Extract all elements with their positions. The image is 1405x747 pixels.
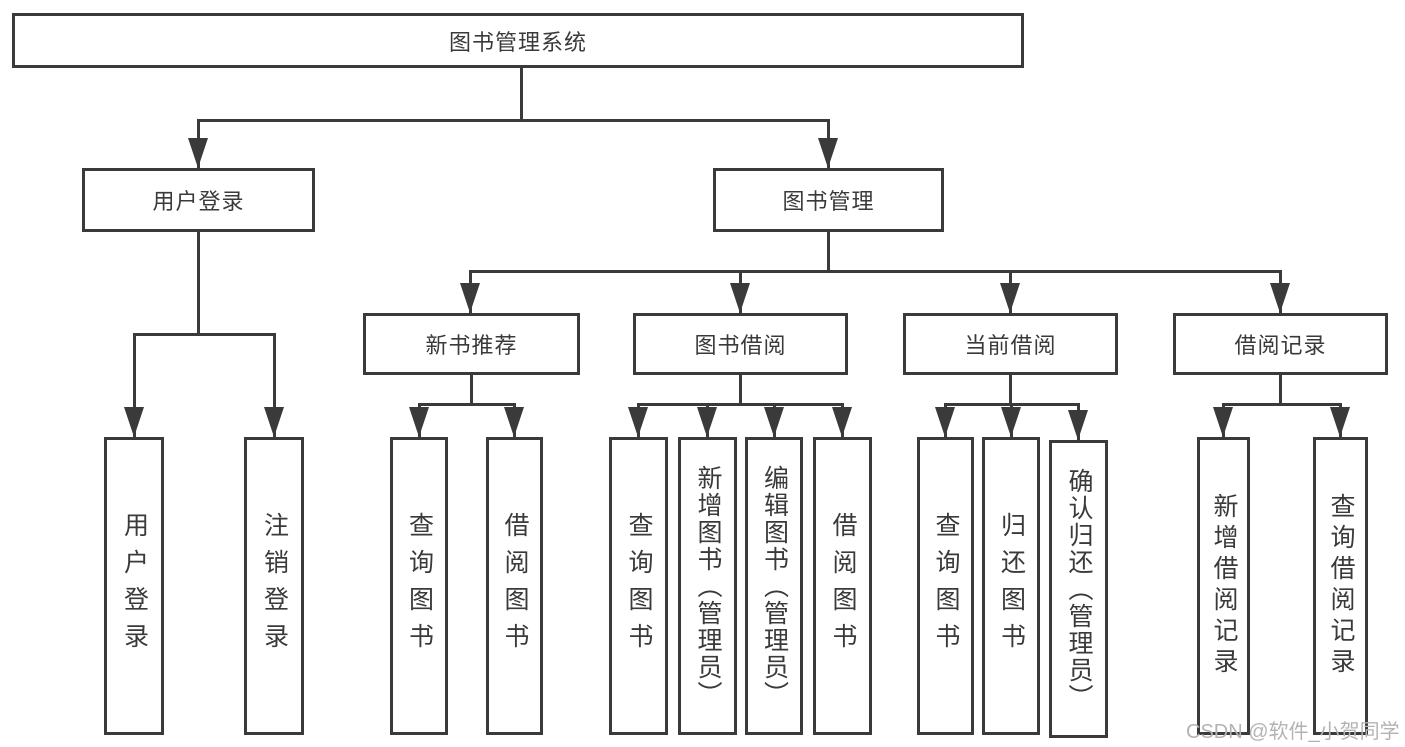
arrowhead-down-icon (697, 407, 717, 437)
node-label: 图书管理 (782, 189, 875, 214)
leaf-logout: 注销登录 (244, 437, 304, 735)
arrowhead-down-icon (409, 407, 429, 437)
tree-connector-line (273, 333, 276, 437)
leaf-borrow-books: 借阅图书 (486, 437, 543, 735)
leaf-label: 归还图书 (997, 512, 1026, 660)
leaf-user-login: 用户登录 (104, 437, 164, 735)
arrowhead-down-icon (460, 283, 480, 313)
node-user-login: 用户登录 (82, 168, 315, 232)
leaf-label: 查询图书 (405, 512, 434, 660)
tree-connector-line (739, 375, 742, 405)
arrowhead-down-icon (832, 407, 852, 437)
arrowhead-down-icon (764, 407, 784, 437)
leaf-label: 借阅图书 (829, 512, 857, 660)
node-current-borrowing: 当前借阅 (903, 313, 1118, 375)
leaf-label: 查询图书 (625, 512, 653, 660)
tree-connector-line (1279, 375, 1282, 405)
node-borrowing-records: 借阅记录 (1173, 313, 1388, 375)
node-label: 用户登录 (152, 189, 245, 214)
tree-connector-line (133, 333, 276, 336)
arrowhead-down-icon (264, 407, 284, 437)
arrowhead-down-icon (628, 407, 648, 437)
tree-connector-line (197, 232, 200, 335)
tree-connector-line (470, 375, 473, 405)
arrowhead-down-icon (1213, 407, 1233, 437)
leaf-query-books: 查询图书 (917, 437, 974, 735)
node-label: 借阅记录 (1234, 333, 1327, 358)
node-label: 新书推荐 (425, 333, 518, 358)
leaf-return-books: 归还图书 (982, 437, 1040, 735)
arrowhead-down-icon (1000, 283, 1020, 313)
arrowhead-down-icon (1270, 283, 1290, 313)
leaf-borrow-books: 借阅图书 (813, 437, 872, 735)
tree-connector-line (827, 232, 830, 272)
node-label: 图书借阅 (694, 333, 787, 358)
node-book-management: 图书管理 (713, 168, 944, 232)
csdn-watermark: CSDN @软件_小贺同学 (1186, 721, 1400, 743)
leaf-label: 编辑图书（管理员） (760, 464, 789, 708)
arrowhead-down-icon (504, 407, 524, 437)
arrowhead-down-icon (1001, 407, 1021, 437)
tree-connector-line (1223, 403, 1341, 406)
leaf-label: 确认归还（管理员） (1065, 467, 1093, 711)
arrowhead-down-icon (818, 138, 838, 168)
leaf-label: 用户登录 (120, 512, 149, 660)
tree-connector-line (638, 403, 843, 406)
leaf-label: 新增借阅记录 (1210, 493, 1238, 679)
tree-connector-line (197, 119, 830, 122)
node-book-borrowing: 图书借阅 (633, 313, 848, 375)
tree-connector-line (470, 270, 1281, 273)
arrowhead-down-icon (730, 283, 750, 313)
arrowhead-down-icon (1068, 410, 1088, 440)
leaf-label: 借阅图书 (501, 512, 529, 660)
node-new-book-recommendation: 新书推荐 (363, 313, 580, 375)
tree-connector-line (520, 68, 523, 121)
leaf-label: 注销登录 (260, 512, 289, 660)
node-book-management-system: 图书管理系统 (12, 13, 1024, 68)
arrowhead-down-icon (1330, 407, 1350, 437)
arrowhead-down-icon (935, 407, 955, 437)
leaf-query-books: 查询图书 (609, 437, 668, 735)
tree-connector-line (1009, 375, 1012, 405)
node-label: 图书管理系统 (448, 29, 587, 55)
leaf-label: 查询借阅记录 (1327, 493, 1355, 679)
leaf-edit-books-admin: 编辑图书（管理员） (745, 437, 803, 735)
leaf-add-books-admin: 新增图书（管理员） (678, 437, 737, 735)
leaf-add-borrow-record: 新增借阅记录 (1197, 437, 1250, 735)
node-label: 当前借阅 (964, 333, 1057, 358)
leaf-confirm-return-admin: 确认归还（管理员） (1049, 440, 1108, 738)
leaf-label: 新增图书（管理员） (694, 464, 722, 708)
tree-connector-line (133, 333, 136, 437)
arrowhead-down-icon (124, 407, 144, 437)
leaf-query-borrow-record: 查询借阅记录 (1313, 437, 1368, 735)
arrowhead-down-icon (188, 138, 208, 168)
leaf-query-books: 查询图书 (390, 437, 448, 735)
leaf-label: 查询图书 (932, 512, 960, 660)
tree-connector-line (419, 403, 516, 406)
